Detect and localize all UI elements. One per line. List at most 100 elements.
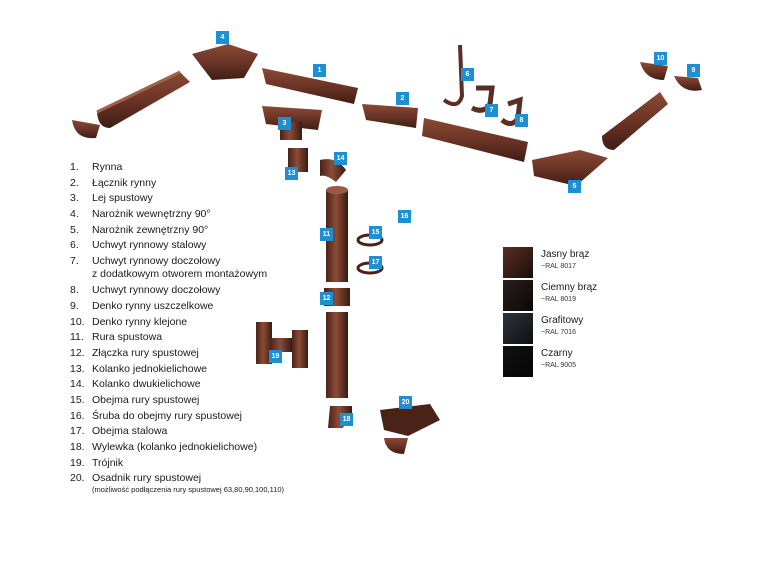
- swatch-ciemny-braz: Ciemny brąz ~RAL 8019: [503, 280, 623, 311]
- legend-text: Śruba do obejmy rury spustowej: [92, 409, 242, 422]
- tee-19: [256, 322, 308, 368]
- swatch-name: Ciemny brąz: [541, 282, 598, 293]
- legend-item: 15. Obejma rury spustowej: [70, 393, 370, 409]
- legend-item: 11. Rura spustowa: [70, 330, 370, 346]
- legend-text: Uchwyt rynnowy stalowy: [92, 239, 207, 252]
- badge-18: 18: [340, 413, 353, 426]
- legend-num: 2.: [70, 176, 79, 189]
- legend-text-line2: z dodatkowym otworem montażowym: [92, 268, 268, 281]
- legend-item: 10. Denko rynny klejone: [70, 315, 370, 331]
- legend-item: 14.Kolanko dwukielichowe: [70, 377, 370, 393]
- legend-text: Osadnik rury spustowej(możliwość podłącz…: [92, 472, 284, 495]
- legend-text: Obejma rury spustowej: [92, 393, 200, 406]
- legend-item: 12. Złączka rury spustowej: [70, 346, 370, 362]
- legend-text-line1: Uchwyt rynnowy doczołowy: [92, 255, 221, 268]
- swatch-chip: [503, 247, 533, 278]
- legend-num: 8.: [70, 284, 79, 297]
- legend-text-line1: Osadnik rury spustowej: [92, 472, 202, 485]
- swatch-name: Grafitowy: [541, 315, 584, 326]
- legend-text: Narożnik zewnętrzny 90°: [92, 223, 209, 236]
- gutter-left: [96, 70, 190, 128]
- swatch-name: Jasny brąz: [541, 249, 590, 260]
- legend-num: 12.: [70, 346, 85, 359]
- legend-text: Denko rynny uszczelkowe: [92, 299, 214, 312]
- swatch-ral: ~RAL 7016: [541, 329, 576, 336]
- badge-13: 13: [285, 167, 298, 180]
- parts-legend: 1. Rynna 2. Łącznik rynny 3.Lej spustowy 4…: [70, 160, 370, 500]
- legend-num: 7.: [70, 255, 79, 268]
- gutter-right: [602, 92, 668, 150]
- swatch-jasny-braz: Jasny brąz ~RAL 8017: [503, 247, 623, 278]
- legend-item: 16. Śruba do obejmy rury spustowej: [70, 409, 370, 425]
- swatch-grafitowy: Grafitowy ~RAL 7016: [503, 313, 623, 344]
- legend-item: 13. Kolanko jednokielichowe: [70, 362, 370, 378]
- legend-text: Kolanko jednokielichowe: [92, 362, 207, 375]
- legend-num: 20.: [70, 472, 85, 485]
- badge-8: 8: [515, 114, 528, 127]
- legend-num: 4.: [70, 208, 79, 221]
- legend-num: 19.: [70, 456, 85, 469]
- bracket-steel: [442, 44, 465, 107]
- legend-item: 3.Lej spustowy: [70, 191, 370, 207]
- downpipe-lower: [326, 312, 348, 398]
- gutter-inner-corner: [192, 44, 258, 80]
- badge-15: 15: [369, 226, 382, 239]
- legend-num: 3.: [70, 192, 79, 205]
- legend-item: 1. Rynna: [70, 160, 370, 176]
- downpipe-upper: [326, 186, 348, 282]
- swatch-ral: ~RAL 8017: [541, 263, 576, 270]
- swatch-chip: [503, 346, 533, 377]
- legend-item: 19. Trójnik: [70, 456, 370, 472]
- badge-7: 7: [485, 104, 498, 117]
- badge-19: 19: [269, 350, 282, 363]
- legend-text: Łącznik rynny: [92, 176, 157, 189]
- legend-text: Uchwyt rynnowy doczołowy: [92, 284, 221, 297]
- legend-item: 8. Uchwyt rynnowy doczołowy: [70, 283, 370, 299]
- badge-6: 6: [461, 68, 474, 81]
- legend-item: 2. Łącznik rynny: [70, 176, 370, 192]
- legend-num: 13.: [70, 362, 85, 375]
- legend-num: 11.: [70, 331, 84, 344]
- legend-num: 6.: [70, 239, 79, 252]
- badge-20: 20: [399, 396, 412, 409]
- legend-num: 18.: [70, 441, 85, 453]
- gutter-outlet-3: [262, 106, 322, 140]
- swatch-czarny: Czarny ~RAL 9005: [503, 346, 623, 377]
- legend-item: 20. Osadnik rury spustowej(możliwość podł…: [70, 471, 370, 500]
- legend-text: Denko rynny klejone: [92, 315, 188, 328]
- gutter-connector-2: [362, 104, 418, 128]
- legend-text: Trójnik: [92, 456, 124, 469]
- legend-text: Rynna: [92, 161, 123, 173]
- legend-text: Wylewka (kolanko jednokielichowe): [92, 441, 258, 453]
- gutter-end-left: [72, 120, 100, 139]
- legend-num: 9.: [70, 299, 79, 312]
- gutter-1: [262, 68, 358, 104]
- legend-text: Złączka rury spustowej: [92, 346, 199, 359]
- swatch-chip: [503, 280, 533, 311]
- legend-text: Rura spustowa: [92, 331, 163, 344]
- legend-item: 6. Uchwyt rynnowy stalowy: [70, 238, 370, 254]
- badge-1: 1: [313, 64, 326, 77]
- legend-num: 5.: [70, 223, 79, 236]
- badge-11: 11: [320, 228, 333, 241]
- legend-num: 15.: [70, 393, 85, 406]
- elbow-single-13: [288, 148, 308, 172]
- badge-3: 3: [278, 117, 291, 130]
- legend-item: 4.Narożnik wewnętrzny 90°: [70, 207, 370, 223]
- badge-10: 10: [654, 52, 667, 65]
- badge-5: 5: [568, 180, 581, 193]
- legend-num: 17.: [70, 425, 85, 438]
- gutter-outer-corner: [532, 150, 608, 186]
- swatch-chip: [503, 313, 533, 344]
- badge-4: 4: [216, 31, 229, 44]
- legend-text: Obejma stalowa: [92, 425, 168, 438]
- legend-num: 16.: [70, 409, 85, 422]
- badge-14: 14: [334, 152, 347, 165]
- legend-num: 1.: [70, 161, 79, 173]
- swatch-ral: ~RAL 8019: [541, 296, 576, 303]
- legend-num: 10.: [70, 315, 85, 328]
- badge-16: 16: [398, 210, 411, 223]
